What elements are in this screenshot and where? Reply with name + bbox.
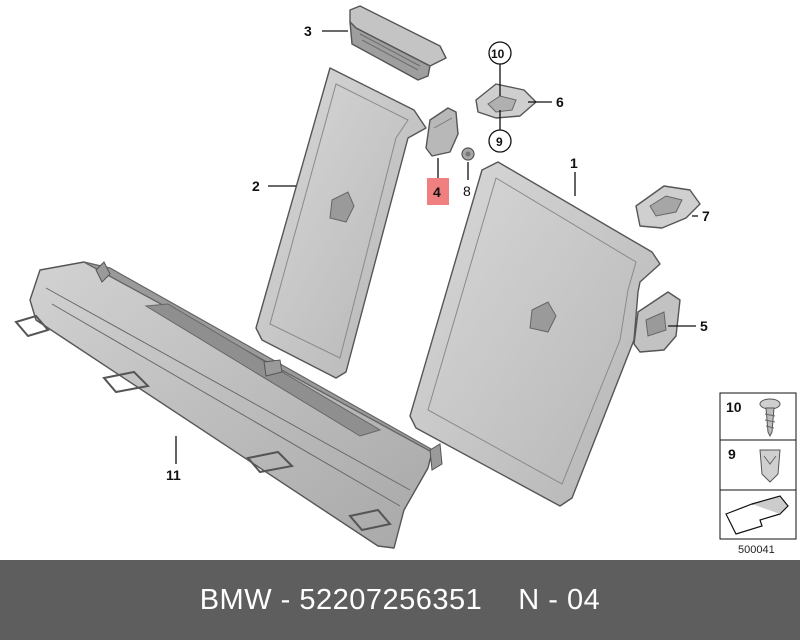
callout-3: 3: [304, 23, 312, 39]
callout-4-highlight: [427, 178, 449, 205]
callout-7: 7: [702, 208, 710, 224]
position-label: N - 04: [518, 583, 601, 616]
part-number-label: BMW - 52207256351: [199, 583, 483, 616]
part-trim-highlighted: [425, 107, 459, 157]
part-seat-frame: [14, 261, 443, 549]
callout-1: 1: [570, 155, 578, 171]
callout-10: 10: [491, 47, 505, 61]
leader-lines: [175, 30, 698, 464]
callout-4: 4: [433, 184, 441, 200]
screw-icon: [759, 398, 781, 438]
part-backrest-narrow: [255, 67, 427, 379]
direction-arrow-icon: [725, 495, 789, 535]
clip-nut-icon: [759, 449, 781, 483]
part-guide: [635, 185, 701, 229]
callout-10-ring: [488, 41, 512, 65]
part-clip: [461, 147, 475, 161]
callout-9-ring: [488, 129, 512, 153]
legend-label-9: 9: [728, 446, 736, 462]
part-number-footer: BMW - 52207256351 N - 04: [0, 560, 800, 640]
part-side-trim: [633, 291, 681, 353]
legend-box: 10 9: [719, 392, 797, 540]
callout-8: 8: [463, 183, 471, 199]
callout-11: 11: [166, 467, 181, 483]
callout-5: 5: [700, 318, 708, 334]
part-top-cover: [349, 5, 447, 81]
parts-diagram: 3 2 1 4 8 10 9 6 7 5 11 10 9 500041: [14, 5, 797, 556]
callout-6: 6: [556, 94, 564, 110]
diagram-number: 500041: [738, 544, 775, 556]
part-backrest-wide: [409, 161, 661, 507]
part-bracket-upper: [475, 83, 537, 119]
legend-label-10: 10: [726, 399, 742, 415]
callout-2: 2: [252, 178, 260, 194]
callout-9: 9: [496, 135, 503, 149]
